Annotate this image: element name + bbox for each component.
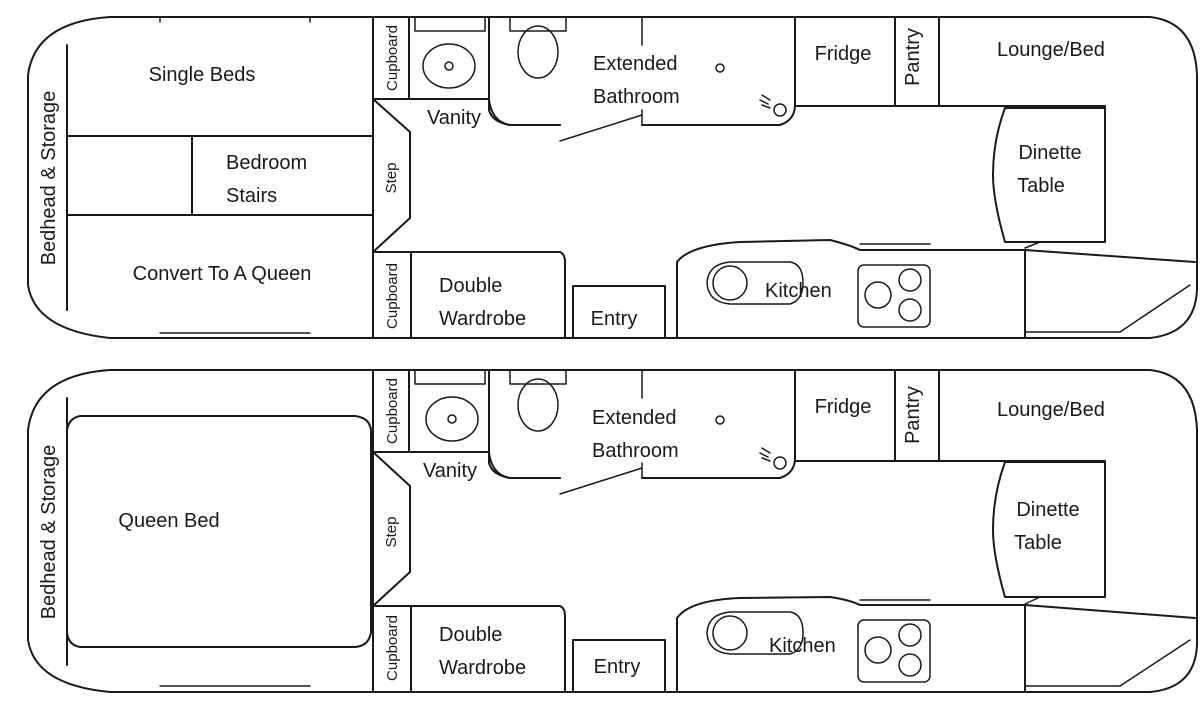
floor-plan-single-beds: Bedhead & Storage Single Beds Bedroom St…	[27, 16, 1198, 339]
dinette-table	[992, 461, 1106, 598]
floor-plan-queen-bed: Bedhead & Storage Queen Bed Cupboard Van…	[27, 369, 1198, 693]
label-lounge: Lounge/Bed	[997, 399, 1105, 421]
label-fridge: Fridge	[815, 43, 872, 65]
vanity-basin-cabinet	[408, 16, 490, 100]
label-entry: Entry	[594, 656, 641, 678]
label-queen-bed: Queen Bed	[118, 510, 219, 532]
wardrobe-box	[410, 251, 566, 339]
label-step: Step	[383, 163, 400, 194]
label-cupboard-bottom: Cupboard	[384, 615, 401, 681]
step-block	[372, 451, 411, 607]
label-cupboard-top: Cupboard	[384, 378, 401, 444]
label-bedhead: Bedhead & Storage	[38, 445, 60, 620]
step-block	[372, 98, 411, 253]
entry-door	[572, 285, 666, 339]
basin-icon	[425, 396, 479, 442]
label-extended: Extended	[593, 53, 678, 75]
label-vanity: Vanity	[427, 107, 481, 129]
dinette-table	[992, 107, 1106, 243]
label-lounge: Lounge/Bed	[997, 39, 1105, 61]
label-table: Table	[1017, 175, 1065, 197]
label-wardrobe: Wardrobe	[439, 308, 526, 330]
label-vanity: Vanity	[423, 460, 477, 482]
toilet-cistern	[509, 16, 567, 32]
kitchen-bench	[676, 596, 1026, 693]
pantry-box	[894, 369, 940, 462]
label-fridge: Fridge	[815, 396, 872, 418]
label-pantry: Pantry	[902, 386, 924, 444]
toilet-icon	[517, 25, 559, 79]
label-kitchen: Kitchen	[769, 635, 836, 657]
label-double: Double	[439, 275, 502, 297]
toilet-icon	[517, 378, 559, 432]
toilet-cistern	[509, 369, 567, 385]
label-kitchen: Kitchen	[765, 280, 832, 302]
shower-drain-icon	[715, 63, 725, 73]
label-table: Table	[1014, 532, 1062, 554]
label-step: Step	[383, 517, 400, 548]
label-bathroom: Bathroom	[592, 440, 679, 462]
shower-head-icon	[759, 447, 787, 470]
label-single-beds: Single Beds	[149, 64, 256, 86]
shower-head-icon	[759, 94, 787, 117]
queen-bed	[66, 415, 372, 648]
label-cupboard-bottom: Cupboard	[384, 263, 401, 329]
label-bedhead: Bedhead & Storage	[38, 91, 60, 266]
caravan-outline	[27, 16, 1198, 339]
pantry-box	[894, 16, 940, 107]
label-pantry: Pantry	[902, 28, 924, 86]
shower-drain-icon	[715, 415, 725, 425]
sink-icon	[706, 261, 804, 305]
label-convert: Convert To A Queen	[133, 263, 312, 285]
sink-icon	[706, 611, 804, 655]
basin-icon	[422, 43, 476, 89]
cupboard-bottom	[372, 605, 412, 693]
label-wardrobe: Wardrobe	[439, 657, 526, 679]
cooktop-icon	[857, 619, 931, 683]
label-dinette: Dinette	[1018, 142, 1081, 164]
label-extended: Extended	[592, 407, 677, 429]
entry-door	[572, 639, 666, 693]
label-stairs: Stairs	[226, 185, 277, 207]
label-entry: Entry	[591, 308, 638, 330]
label-dinette: Dinette	[1016, 499, 1079, 521]
kitchen-bench	[676, 239, 1026, 339]
cooktop-icon	[857, 264, 931, 328]
wardrobe-box	[410, 605, 566, 693]
label-bathroom: Bathroom	[593, 86, 680, 108]
label-double: Double	[439, 624, 502, 646]
cupboard-bottom	[372, 251, 412, 339]
label-cupboard-top: Cupboard	[384, 25, 401, 91]
bathroom-wall	[488, 16, 561, 126]
bathroom-wall	[488, 369, 561, 479]
label-bedroom: Bedroom	[226, 152, 307, 174]
caravan-outline	[27, 369, 1198, 693]
